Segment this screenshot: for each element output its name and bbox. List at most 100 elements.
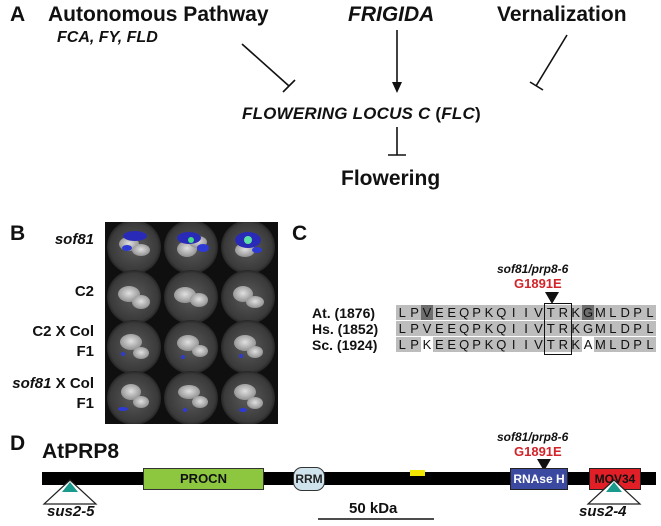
residue: K: [482, 321, 496, 336]
residue: P: [631, 305, 644, 320]
seedling-sof81xcol-1: [107, 371, 161, 424]
residue: K: [569, 305, 582, 320]
autonomous-pathway-title: Autonomous Pathway: [48, 3, 269, 26]
c-mutation-marker: [545, 292, 559, 304]
seedling-c2xcol-3: [221, 320, 275, 374]
residue: K: [569, 321, 582, 336]
seedling-c2-1: [107, 270, 161, 324]
residue: Q: [457, 305, 471, 320]
species-label-hs: Hs. (1852): [312, 321, 379, 337]
row-label-sof81-x-col-f1: F1: [76, 395, 94, 412]
scale-label: 50 kDa: [349, 500, 398, 517]
residue: L: [396, 305, 409, 320]
row-label-c2-x-col: C2 X Col: [32, 323, 94, 340]
residue: K: [569, 337, 582, 352]
panel-a-label: A: [10, 3, 26, 26]
residue: Q: [457, 321, 471, 336]
vernalization-label: Vernalization: [497, 3, 627, 26]
residue: A: [583, 337, 593, 352]
residue: G: [581, 305, 595, 320]
residue: L: [396, 321, 409, 336]
residue: T: [544, 337, 558, 352]
residue: V: [532, 337, 545, 352]
residue: M: [594, 337, 607, 352]
residue: L: [606, 321, 620, 336]
residue: Q: [495, 321, 508, 336]
residue: D: [619, 337, 632, 352]
rrm-domain: RRM: [293, 467, 325, 491]
tr-motif-box: [544, 303, 572, 355]
seedling-c2-3: [221, 270, 275, 324]
residue: D: [619, 321, 632, 336]
residue: P: [631, 321, 644, 336]
residue: P: [408, 337, 421, 352]
residue: V: [420, 305, 434, 320]
panel-b-label: B: [10, 222, 26, 245]
residue: E: [445, 321, 458, 336]
residue: L: [396, 337, 409, 352]
row-label-sof81-x-col: sof81 X Col: [12, 375, 94, 392]
seedling-c2xcol-2: [164, 320, 218, 374]
residue: L: [643, 337, 657, 352]
residue: E: [445, 305, 458, 320]
frigida-label: FRIGIDA: [348, 3, 435, 26]
yellow-motif: [410, 470, 425, 476]
residue: R: [557, 337, 570, 352]
seedling-sof81xcol-3: [221, 371, 275, 424]
row-label-c2: C2: [74, 283, 94, 300]
residue: L: [606, 305, 620, 320]
seedling-sof81-2: [164, 222, 218, 274]
residue: L: [643, 305, 657, 320]
residue: L: [643, 321, 657, 336]
pathway-arrows: [241, 30, 568, 156]
residue: Q: [457, 337, 471, 352]
sus-markers: [42, 479, 642, 520]
sus2-4-label: sus2-4: [579, 503, 627, 520]
residue: E: [433, 321, 446, 336]
c-mutant-label: sof81/prp8-6: [497, 262, 569, 276]
residue: G: [581, 321, 595, 336]
residue: V: [532, 305, 545, 320]
mov34-domain: MOV34: [589, 468, 641, 490]
residue: D: [619, 305, 632, 320]
seedling-c2xcol-1: [107, 320, 161, 374]
flc-label: FLOWERING LOCUS C (FLC): [242, 104, 481, 124]
residue: V: [532, 321, 545, 336]
residue: M: [594, 321, 607, 336]
procn-domain: PROCN: [143, 468, 264, 490]
residue: I: [507, 321, 520, 336]
residue: L: [606, 337, 620, 352]
residue: V: [420, 321, 434, 336]
residue: I: [507, 337, 520, 352]
flc-close-paren: ): [474, 104, 481, 123]
residue: T: [544, 321, 558, 336]
flc-full-name: FLOWERING LOCUS C: [242, 104, 431, 123]
seedling-c2-2: [164, 270, 218, 324]
residue: I: [507, 305, 520, 320]
residue: Q: [495, 305, 508, 320]
d-mutation-label: G1891E: [514, 444, 562, 459]
seedling-sof81xcol-2: [164, 371, 218, 424]
residue: P: [470, 321, 483, 336]
residue: T: [544, 305, 558, 320]
residue: P: [408, 321, 421, 336]
residue: P: [470, 337, 483, 352]
residue: I: [519, 337, 533, 352]
seedling-sof81-1: [107, 222, 161, 274]
d-mutant-label: sof81/prp8-6: [497, 430, 569, 444]
residue: E: [433, 337, 446, 352]
residue: I: [519, 321, 533, 336]
residue: P: [631, 337, 644, 352]
luminescence-image: [105, 222, 278, 424]
row-label-c2-x-col-f1: F1: [76, 343, 94, 360]
seedling-sof81-3: [221, 222, 275, 274]
residue: K: [422, 337, 432, 352]
residue: P: [470, 305, 483, 320]
sus2-5-label: sus2-5: [47, 503, 95, 520]
residue: K: [482, 305, 496, 320]
residue: M: [594, 305, 607, 320]
row-label-sof81: sof81: [54, 231, 94, 248]
residue: P: [408, 305, 421, 320]
